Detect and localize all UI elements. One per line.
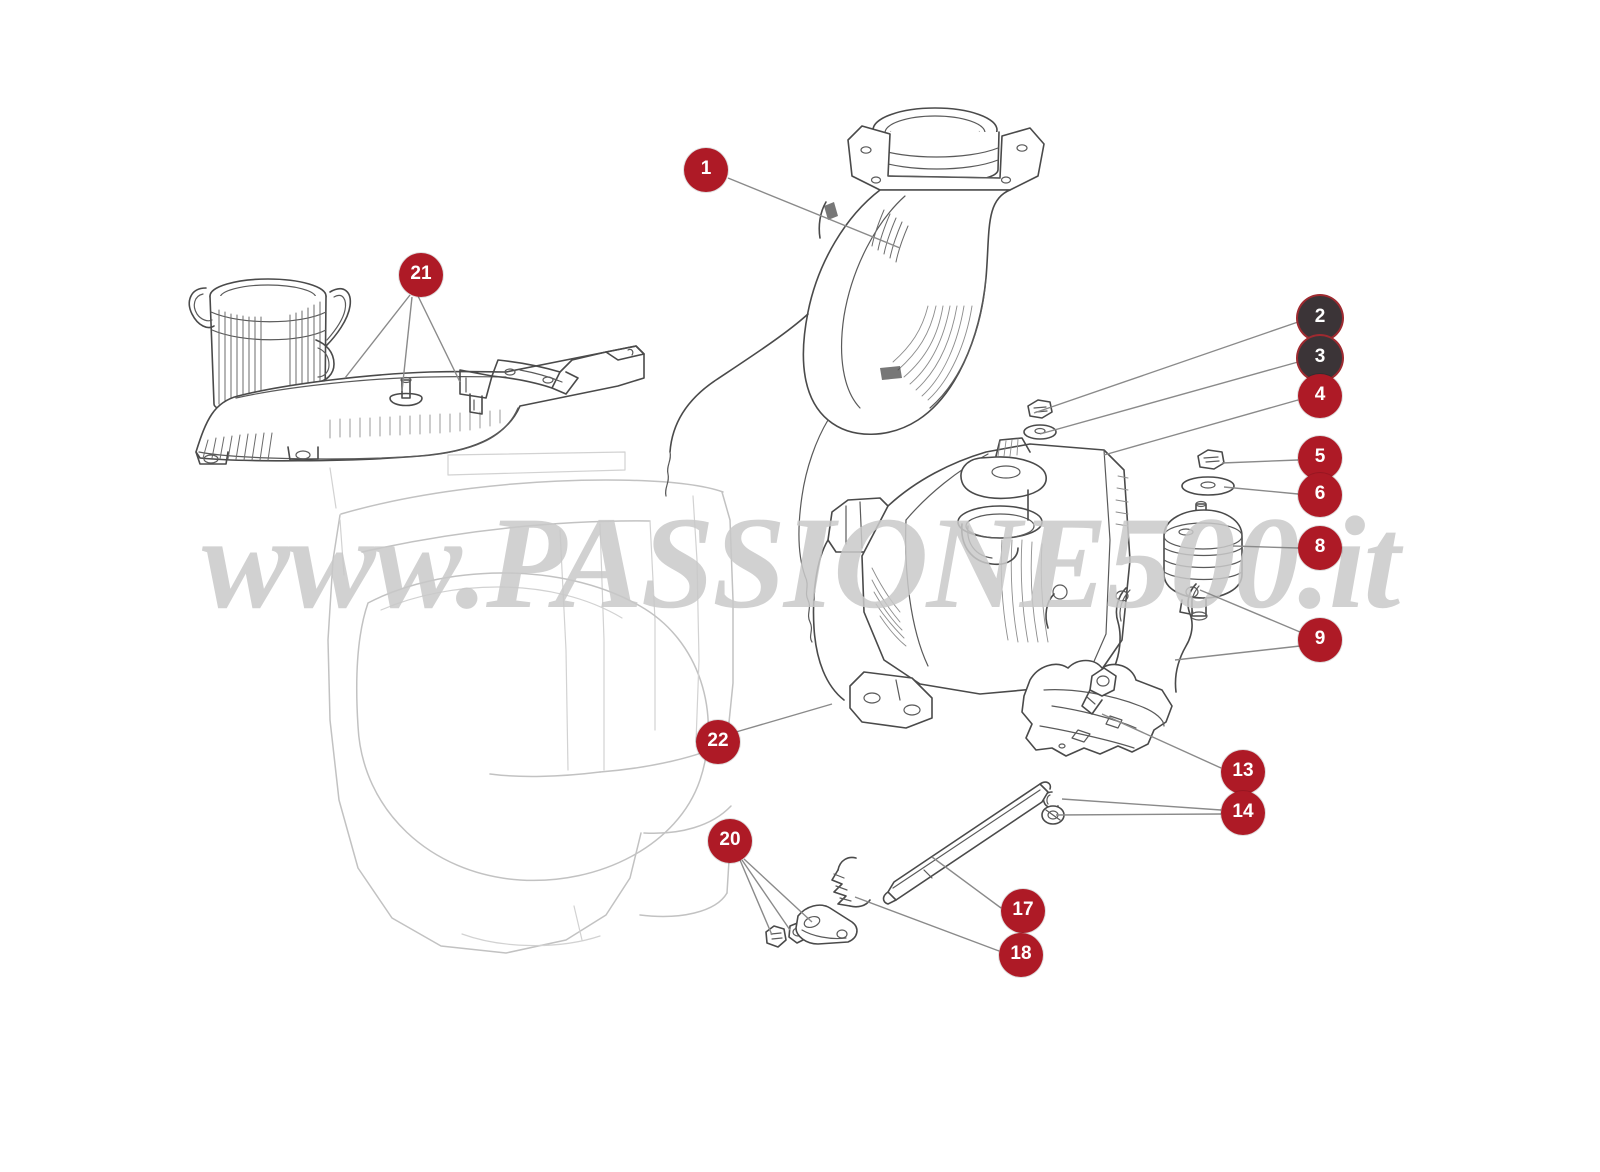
part-8-filter-element [1163, 500, 1243, 621]
leader-line-9 [1199, 589, 1301, 633]
part-1-intake-hose [664, 107, 1045, 643]
callout-marker-2[interactable]: 2 [1298, 296, 1342, 340]
part-21-manifold-assembly [188, 278, 645, 465]
part-20-small-hardware [765, 904, 858, 948]
leader-line-14 [1055, 813, 1222, 816]
callout-marker-17[interactable]: 17 [1001, 889, 1045, 933]
callout-marker-5[interactable]: 5 [1298, 436, 1342, 480]
callout-marker-21[interactable]: 21 [399, 253, 443, 297]
callout-marker-18[interactable]: 18 [999, 933, 1043, 977]
leader-line-17 [931, 856, 1002, 909]
leader-line-20 [739, 859, 773, 936]
part-2-nut [1027, 399, 1053, 419]
callout-label-1: 1 [700, 158, 712, 179]
callout-marker-8[interactable]: 8 [1298, 526, 1342, 570]
leader-line-9 [1174, 645, 1301, 661]
callout-label-20: 20 [719, 829, 741, 850]
callout-marker-6[interactable]: 6 [1298, 473, 1342, 517]
callout-label-8: 8 [1314, 536, 1326, 557]
callout-label-21: 21 [410, 263, 432, 284]
leader-line-8 [1232, 545, 1299, 549]
leader-line-22 [735, 703, 833, 733]
part-4-air-cleaner-body [812, 437, 1131, 729]
callout-label-9: 9 [1314, 628, 1326, 649]
leader-line-4 [1103, 399, 1299, 456]
leader-line-21 [344, 294, 411, 379]
callout-marker-1[interactable]: 1 [684, 148, 728, 192]
callout-marker-13[interactable]: 13 [1221, 750, 1265, 794]
leader-line-20 [741, 859, 791, 931]
callout-marker-20[interactable]: 20 [708, 819, 752, 863]
leader-line-21 [417, 295, 461, 383]
callout-marker-3[interactable]: 3 [1298, 336, 1342, 380]
leader-line-2 [1033, 321, 1299, 414]
leader-line-3 [1039, 361, 1299, 435]
callout-label-3: 3 [1314, 346, 1326, 367]
callout-label-13: 13 [1232, 760, 1254, 781]
part-13-heat-shield [1021, 659, 1173, 757]
part-17-control-rod [882, 781, 1052, 905]
callout-marker-4[interactable]: 4 [1298, 374, 1342, 418]
leader-line-21 [401, 296, 413, 392]
callout-label-18: 18 [1010, 943, 1032, 964]
callout-marker-9[interactable]: 9 [1298, 618, 1342, 662]
callout-label-5: 5 [1314, 446, 1326, 467]
callout-label-2: 2 [1314, 306, 1326, 327]
leader-line-13 [1101, 713, 1222, 769]
callout-label-14: 14 [1232, 801, 1254, 822]
leader-line-6 [1223, 486, 1299, 495]
leader-line-20 [743, 858, 813, 923]
part-18-return-spring [821, 856, 871, 929]
callout-label-4: 4 [1314, 384, 1326, 405]
callout-marker-14[interactable]: 14 [1221, 791, 1265, 835]
leader-line-14 [1061, 798, 1222, 811]
callout-label-22: 22 [707, 730, 729, 751]
leader-line-1 [727, 177, 901, 249]
callout-marker-22[interactable]: 22 [696, 720, 740, 764]
leader-line-18 [854, 896, 1000, 952]
callout-label-17: 17 [1012, 899, 1034, 920]
callout-label-6: 6 [1314, 483, 1326, 504]
part-6-filter-washer [1181, 476, 1235, 496]
leader-line-5 [1221, 459, 1299, 464]
